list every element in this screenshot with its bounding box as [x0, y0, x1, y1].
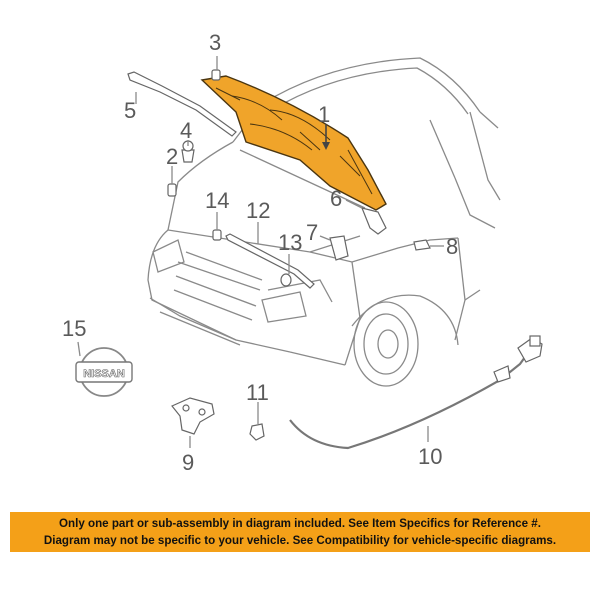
release-cable-part-10[interactable]	[289, 335, 543, 450]
callout-14: 14	[205, 188, 229, 213]
callout-10: 10	[418, 444, 442, 469]
nissan-emblem-part[interactable]: NISSAN	[75, 347, 133, 397]
callout-2: 2	[166, 144, 178, 169]
callout-15: 15	[62, 316, 86, 341]
callout-4: 4	[180, 118, 192, 143]
callout-6: 6	[330, 186, 342, 211]
callout-12: 12	[246, 198, 270, 223]
hood-latch-part-9[interactable]	[171, 397, 215, 435]
notice-banner: Only one part or sub-assembly in diagram…	[10, 512, 590, 552]
clip-part-14[interactable]	[212, 229, 222, 241]
callout-3: 3	[209, 30, 221, 55]
callout-9: 9	[182, 450, 194, 475]
callout-7: 7	[306, 220, 318, 245]
bumper-stop-part[interactable]	[211, 69, 221, 81]
clip-part-2[interactable]	[167, 183, 177, 197]
hood-seal-part[interactable]	[127, 71, 237, 137]
callout-11: 11	[246, 380, 269, 405]
callout-8: 8	[446, 234, 458, 259]
hinge-part-6[interactable]	[361, 207, 387, 235]
notice-line-1: Only one part or sub-assembly in diagram…	[59, 517, 541, 530]
callout-5: 5	[124, 98, 136, 123]
striker-part-7[interactable]	[329, 235, 349, 261]
grommet-part-13[interactable]	[280, 273, 292, 287]
clip-part-11[interactable]	[249, 423, 265, 441]
leader-lines	[77, 56, 444, 448]
hood-part[interactable]	[200, 75, 387, 211]
emblem-text: NISSAN	[83, 368, 125, 380]
prop-rod-part-12[interactable]	[225, 233, 315, 289]
callout-1: 1	[318, 102, 330, 127]
notice-line-2: Diagram may not be specific to your vehi…	[43, 534, 557, 547]
callout-13: 13	[278, 230, 302, 255]
callout-labels: 1 2 3 4 5 6 7 8 9 10 11 12 13 14 15	[62, 30, 458, 475]
parts-diagram: NISSAN 1 2 3 4 5 6 7 8 9 10 11 12 13 14	[62, 30, 543, 475]
bolt-part-8[interactable]	[413, 239, 431, 251]
